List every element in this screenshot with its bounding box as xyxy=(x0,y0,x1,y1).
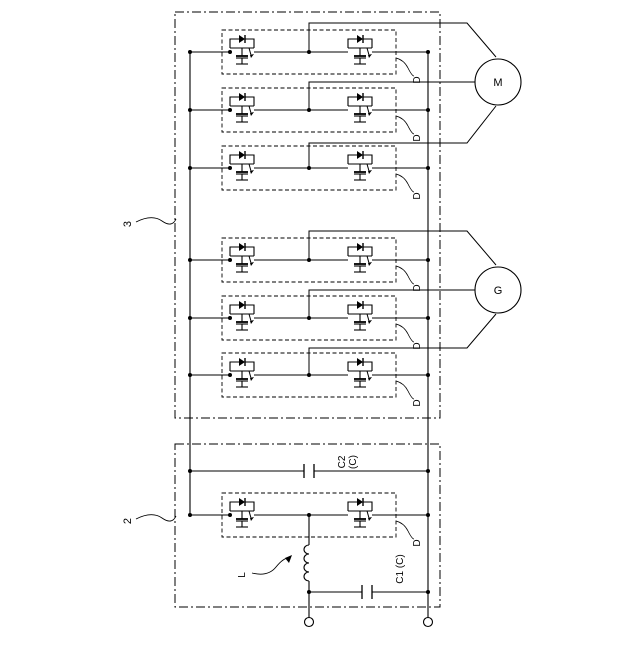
module-label: D xyxy=(412,76,423,83)
igbt-switch xyxy=(348,301,372,330)
capacitor-c1-label: C1 (C) xyxy=(395,554,406,583)
module-label: D xyxy=(412,134,423,141)
module-label: D xyxy=(412,284,423,291)
junction-dot xyxy=(426,316,430,320)
generator-lead-v xyxy=(309,290,475,318)
block-3-leader xyxy=(136,218,176,224)
junction-dot xyxy=(188,166,192,170)
motor-lead-w xyxy=(309,106,496,168)
module-leader xyxy=(396,174,414,192)
module-leader xyxy=(396,58,414,76)
block-3-label: 3 xyxy=(122,221,134,227)
inductor-label: L xyxy=(237,572,248,578)
junction-dot xyxy=(426,50,430,54)
igbt-switch xyxy=(348,93,372,122)
junction-dot xyxy=(188,108,192,112)
igbt-switch xyxy=(348,358,372,387)
module-leader xyxy=(396,381,414,399)
junction-dot xyxy=(188,258,192,262)
inductor-leader-arrow xyxy=(285,555,292,563)
junction-dot xyxy=(426,258,430,262)
module-label: D xyxy=(412,539,423,546)
module-label: D xyxy=(412,342,423,349)
inductor-l xyxy=(304,518,309,618)
motor-lead-v xyxy=(309,82,475,110)
module-leader xyxy=(396,324,414,342)
capacitor-c1 xyxy=(307,585,430,599)
igbt-switch xyxy=(348,498,372,527)
junction-dot xyxy=(426,108,430,112)
junction-dot xyxy=(228,373,232,377)
terminal-right xyxy=(424,618,433,627)
igbt-switch xyxy=(348,35,372,64)
generator-label: G xyxy=(494,285,503,297)
motor-label: M xyxy=(493,77,502,89)
igbt-switch xyxy=(230,243,254,272)
module-leader xyxy=(396,266,414,284)
junction-dot xyxy=(188,50,192,54)
capacitor-c2-sub-label: (C) xyxy=(348,455,359,469)
block-2-label: 2 xyxy=(122,518,134,524)
module-label: D xyxy=(412,192,423,199)
junction-dot xyxy=(426,513,430,517)
module-leader xyxy=(396,116,414,134)
capacitor-c2-label: C2 xyxy=(337,455,348,468)
terminal-left xyxy=(305,618,314,627)
frame-block-3 xyxy=(175,12,440,418)
igbt-switch xyxy=(348,151,372,180)
igbt-switch xyxy=(230,358,254,387)
igbt-switch xyxy=(230,151,254,180)
igbt-switch xyxy=(230,301,254,330)
junction-dot xyxy=(228,166,232,170)
junction-dot xyxy=(188,513,192,517)
junction-dot xyxy=(228,513,232,517)
igbt-switch xyxy=(348,243,372,272)
junction-dot xyxy=(228,316,232,320)
inductor-leader xyxy=(252,558,290,574)
junction-dot xyxy=(228,50,232,54)
module-leader xyxy=(396,521,414,539)
block-2-leader xyxy=(136,515,176,521)
module-label: D xyxy=(412,399,423,406)
igbt-switch xyxy=(230,93,254,122)
junction-dot xyxy=(188,316,192,320)
junction-dot xyxy=(228,258,232,262)
igbt-switch xyxy=(230,35,254,64)
generator-lead-w xyxy=(309,314,496,375)
igbt-switch xyxy=(230,498,254,527)
junction-dot xyxy=(426,166,430,170)
capacitor-c2 xyxy=(188,464,430,478)
junction-dot xyxy=(188,373,192,377)
junction-dot xyxy=(228,108,232,112)
junction-dot xyxy=(426,373,430,377)
